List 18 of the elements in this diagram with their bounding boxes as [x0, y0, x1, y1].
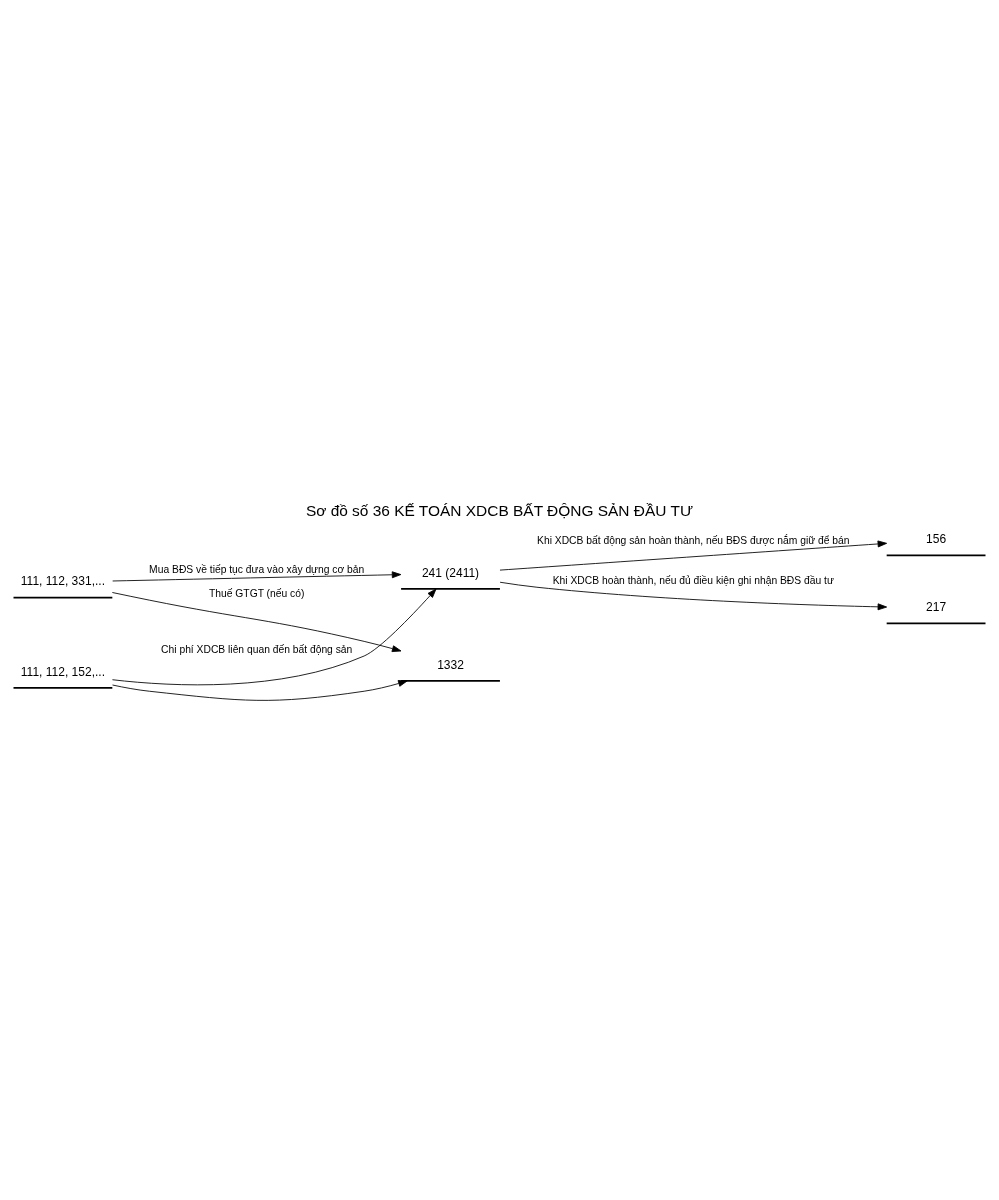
node-text: 1332: [437, 657, 464, 672]
arrow: [112, 570, 402, 581]
node-text: 217: [926, 599, 947, 614]
edge-label: Mua BĐS về tiếp tục đưa vào xây dựng cơ bản: [149, 563, 365, 575]
edge-label: Thuế GTGT (nếu có): [209, 587, 305, 599]
diagram-title: Sơ đồ số 36 KẾ TOÁN XDCB BẤT ĐỘNG SẢN ĐẦU TƯ: [305, 501, 694, 519]
node-text: 111, 112, 331,...: [20, 573, 105, 588]
arrow: [499, 540, 888, 571]
node-text: 111, 112, 152,...: [20, 664, 105, 678]
node-text: 156: [926, 531, 947, 546]
arrow: [112, 679, 408, 701]
edge-label: Khi XDCB bất động sản hoàn thành, nếu BĐS được nắm giữ để bán: [537, 534, 850, 546]
edge-label: Chi phí XDCB liên quan đến bất động sản: [161, 643, 353, 655]
arrow: [111, 591, 402, 652]
node-text: 241 (2411): [421, 565, 480, 580]
arrow: [112, 588, 437, 685]
edge-label: Khi XDCB hoàn thành, nếu đủ điều kiện ghi nhận BĐS đầu tư: [552, 574, 834, 586]
arrow: [499, 581, 888, 610]
